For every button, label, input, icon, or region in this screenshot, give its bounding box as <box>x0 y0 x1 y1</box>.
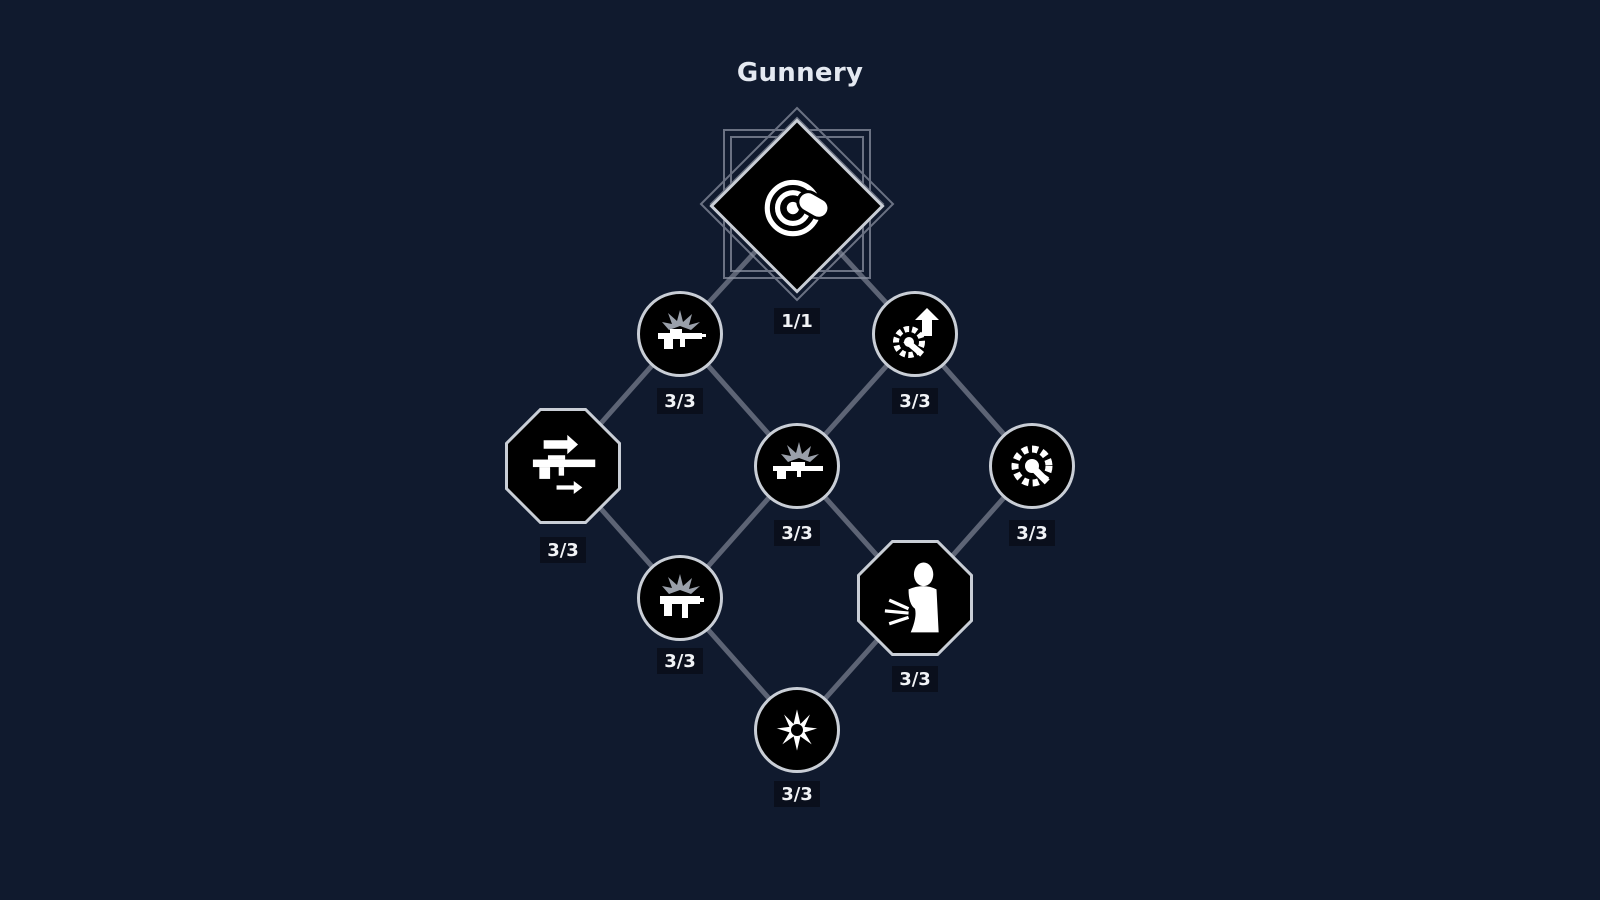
skill-node-starburst[interactable] <box>754 687 840 773</box>
tree-title: Gunnery <box>736 58 864 88</box>
skill-node-gear-wrench[interactable] <box>989 423 1075 509</box>
skill-rank: 3/3 <box>892 388 938 414</box>
skill-rank: 3/3 <box>1009 520 1055 546</box>
skill-node-weapon-swap[interactable] <box>505 408 621 524</box>
skill-node-body-impact[interactable] <box>857 540 973 656</box>
skill-node-rifle-burst[interactable] <box>637 291 723 377</box>
gear-wrench-icon <box>1011 445 1053 487</box>
skill-rank: 3/3 <box>892 666 938 692</box>
skill-rank: 3/3 <box>657 648 703 674</box>
skill-rank: 3/3 <box>774 781 820 807</box>
capstone-rank: 1/1 <box>774 308 820 334</box>
gear-wrench-upgrade-icon <box>893 308 939 358</box>
weapon-swap-arrows-icon <box>532 434 596 494</box>
skill-node-sniper-burst[interactable] <box>754 423 840 509</box>
smg-burst-icon <box>660 574 704 618</box>
skill-rank: 3/3 <box>540 537 586 563</box>
body-impact-icon <box>884 562 939 633</box>
rifle-burst-icon <box>658 310 706 349</box>
skill-rank: 3/3 <box>774 520 820 546</box>
starburst-icon <box>771 704 823 756</box>
skill-node-gear-upgrade[interactable] <box>872 291 958 377</box>
skill-rank: 3/3 <box>657 388 703 414</box>
sniper-burst-icon <box>773 442 823 479</box>
skill-node-smg-burst[interactable] <box>637 555 723 641</box>
